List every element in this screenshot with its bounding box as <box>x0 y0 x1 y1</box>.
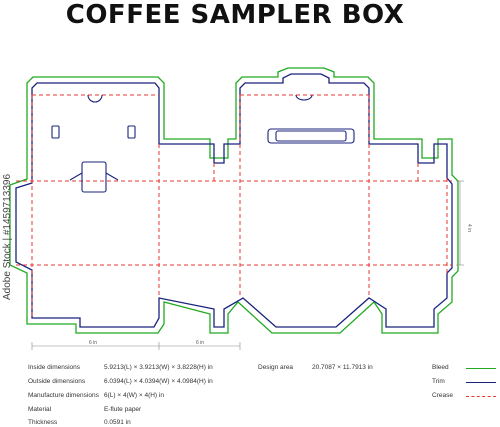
legend-trim-label: Trim <box>432 378 445 385</box>
lock-tab <box>81 161 107 193</box>
design-area-label: Design area <box>258 364 294 371</box>
spec-label-manufacture: Manufacture dimensions <box>28 392 99 399</box>
left-slot-2 <box>127 125 136 139</box>
left-slot-1 <box>51 125 60 139</box>
spec-value-material: E-flute paper <box>104 406 142 413</box>
handle-notch <box>295 94 313 101</box>
design-area-value: 20.7087 × 11.7913 in <box>312 364 373 371</box>
thumb-notch <box>87 94 103 103</box>
spec-label-outside: Outside dimensions <box>28 378 86 385</box>
legend-crease-line <box>466 396 496 397</box>
handle-cutout <box>267 128 355 144</box>
dimension-label-height: 4 in <box>466 224 472 232</box>
legend-crease-label: Crease <box>432 392 453 399</box>
dimension-label-width-2: 6 in <box>196 340 204 346</box>
cut-features <box>51 94 355 193</box>
legend-bleed-line <box>466 368 496 369</box>
stock-watermark: Adobe Stock | #1459713396 <box>2 173 13 300</box>
handle-cutout-inner <box>275 130 347 142</box>
bleed-outline <box>9 67 459 334</box>
spec-value-thickness: 0.0591 in <box>104 419 131 426</box>
dimension-label-width-1: 6 in <box>89 340 97 346</box>
legend-trim-line <box>466 382 496 383</box>
crease-lines <box>16 94 452 318</box>
spec-value-outside: 6.0394(L) × 4.0394(W) × 4.0984(H) in <box>104 378 213 385</box>
spec-label-thickness: Thickness <box>28 419 58 426</box>
spec-value-inside: 5.9213(L) × 3.9213(W) × 3.8228(H) in <box>104 364 213 371</box>
spec-value-manufacture: 6(L) × 4(W) × 4(H) in <box>104 392 164 399</box>
lock-tab-wings <box>69 172 119 181</box>
spec-label-material: Material <box>28 406 52 413</box>
legend-bleed-label: Bleed <box>432 364 449 371</box>
spec-label-inside: Inside dimensions <box>28 364 81 371</box>
dimension-lines <box>31 180 464 350</box>
trim-outline <box>15 73 453 328</box>
page-title: COFFEE SAMPLER BOX <box>65 0 405 30</box>
